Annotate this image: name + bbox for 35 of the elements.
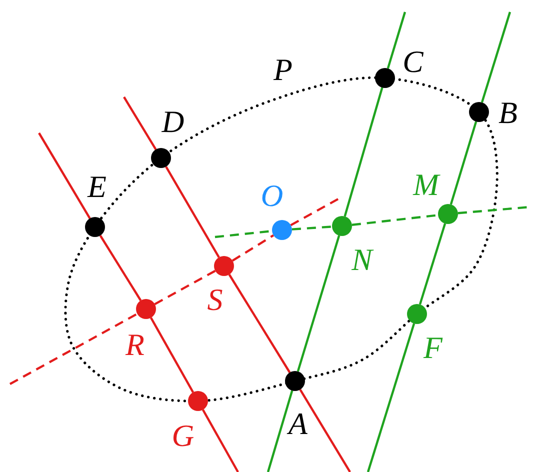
- curve-label: P: [272, 53, 294, 87]
- dashed-line: [9, 312, 138, 385]
- line: [150, 317, 194, 393]
- line: [296, 235, 340, 372]
- point-label: E: [86, 170, 108, 204]
- line: [123, 96, 157, 150]
- point-label: A: [286, 407, 308, 441]
- line: [366, 323, 416, 472]
- dashed-line: [154, 270, 216, 306]
- dashed-line: [290, 197, 341, 226]
- line: [344, 87, 384, 217]
- dashed-line: [232, 234, 274, 262]
- line: [99, 234, 142, 302]
- point-label: C: [402, 45, 424, 79]
- line: [266, 390, 294, 472]
- point-label: D: [160, 105, 186, 139]
- point-label: B: [498, 96, 518, 130]
- line: [165, 166, 220, 258]
- point-label: R: [124, 328, 146, 362]
- point-label: N: [350, 243, 375, 277]
- line: [228, 274, 291, 374]
- line: [418, 223, 446, 305]
- point-label: M: [412, 168, 441, 202]
- point-label: G: [170, 419, 196, 453]
- line: [202, 409, 239, 472]
- line: [450, 121, 478, 205]
- line: [299, 389, 351, 472]
- point-label: F: [422, 331, 444, 365]
- dashed-line: [292, 226, 332, 230]
- dashed-line: [352, 214, 438, 226]
- line: [38, 132, 91, 219]
- point-label: S: [206, 283, 224, 317]
- line: [386, 12, 406, 69]
- line: [480, 12, 512, 103]
- point-label: O: [260, 179, 284, 213]
